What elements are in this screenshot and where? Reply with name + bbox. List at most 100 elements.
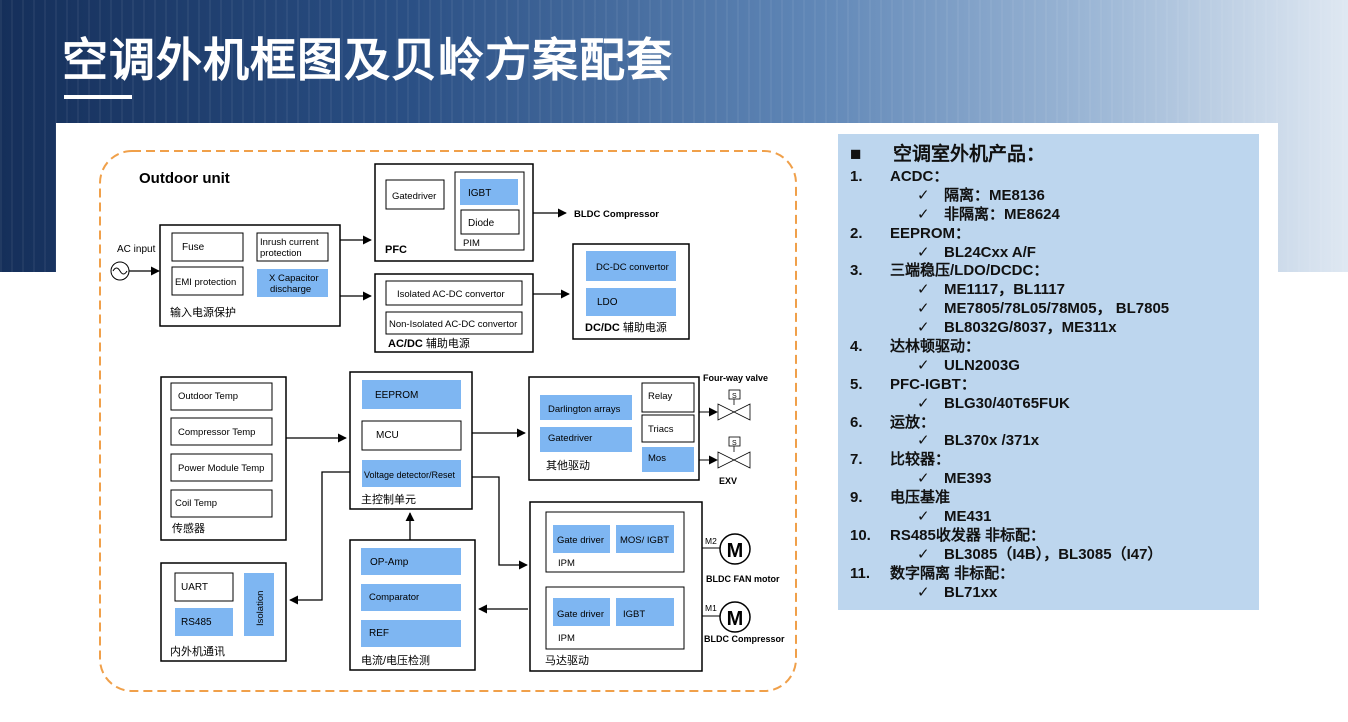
m2-label: M2	[705, 536, 717, 546]
rs485-box	[175, 608, 233, 636]
list-item-number: 11.	[850, 564, 871, 582]
pfc-igbt-box	[460, 179, 518, 205]
list-item: 5. PFC-IGBT：	[838, 376, 1259, 395]
relay-label: Relay	[648, 391, 673, 402]
list-item: 3.三端稳压/LDO/DCDC：	[838, 262, 1259, 281]
op-amp-box	[361, 548, 461, 575]
four-way-valve-solenoid	[728, 389, 741, 400]
main-control-caption: 主控制单元	[361, 492, 416, 506]
uart-box	[174, 572, 234, 602]
sensing-caption: 电流/电压检测	[361, 653, 430, 667]
compressor-motor-label: BLDC Compressor	[704, 634, 785, 644]
list-item: 9. 电压基准	[838, 489, 1259, 508]
list-item-number: 2.	[850, 224, 863, 242]
uart-label: UART	[181, 582, 208, 593]
isolated-acdc-box	[385, 280, 523, 306]
ipm2-igbt-label: IGBT	[623, 609, 645, 620]
darlington-label: Darlington arrays	[548, 404, 621, 415]
other-gatedriver-box	[540, 427, 632, 452]
outdoor-temp-label: Outdoor Temp	[178, 391, 238, 402]
exv-icon	[717, 451, 751, 469]
list-subitem: ✓BL370x /371x	[838, 432, 1259, 451]
title-underline	[64, 95, 132, 99]
list-subitem-text: 隔离：ME8136	[944, 186, 1045, 204]
list-item: 1. ACDC：	[838, 168, 1259, 187]
ref-box	[361, 620, 461, 647]
list-item-number: 1.	[850, 168, 863, 185]
ac-sine-icon	[112, 267, 128, 275]
rs485-label: RS485	[181, 617, 212, 628]
ipm1-mos-igbt-box	[616, 525, 674, 553]
pfc-caption: PFC	[385, 244, 407, 256]
mos-label: Mos	[648, 453, 666, 464]
list-subitem: ✓BL71xx	[838, 584, 1259, 603]
checkmark-icon: ✓	[917, 394, 930, 412]
x-capacitor-box	[257, 269, 328, 297]
other-drive-caption: 其他驱动	[546, 459, 590, 472]
list-subitem-text: ULN2003G	[944, 356, 1020, 374]
checkmark-icon: ✓	[917, 356, 930, 374]
product-list-heading: ■ 空调室外机产品：	[838, 142, 1259, 168]
list-item-label: 电压基准	[890, 489, 951, 507]
list-item: 10.RS485收发器 非标配：	[838, 527, 1259, 546]
list-subitem-text: BLG30/40T65FUK	[944, 394, 1070, 412]
triacs-box	[641, 414, 695, 443]
ipm1-gate-driver-box	[553, 525, 610, 553]
list-subitem: ✓非隔离：ME8624	[838, 206, 1259, 225]
checkmark-icon: ✓	[917, 545, 930, 563]
m1-label: M1	[705, 603, 717, 613]
checkmark-icon: ✓	[917, 470, 930, 488]
other-gatedriver-label: Gatedriver	[548, 433, 592, 444]
ipm1-mos-igbt-label: MOS/ IGBT	[620, 535, 669, 546]
list-item-label: RS485收发器 非标配：	[890, 526, 1046, 544]
power-module-temp-label: Power Module Temp	[178, 463, 264, 474]
list-subitem: ✓ ULN2003G	[838, 357, 1259, 376]
pfc-gatedriver-box	[385, 179, 445, 210]
ipm2-gate-driver-label: Gate driver	[557, 609, 604, 620]
list-item-label: 数字隔离 非标配：	[890, 564, 1015, 582]
list-subitem: ✓ME1117，BL1117	[838, 281, 1259, 300]
ipm2-gate-driver-box	[553, 598, 610, 626]
list-item-number: 3.	[850, 262, 863, 280]
heading-bullet-icon: ■	[850, 144, 862, 165]
acdc-caption: AC/DC 辅助电源	[388, 336, 470, 350]
list-item-number: 9.	[850, 489, 863, 507]
bldc-compressor-output-label: BLDC Compressor	[574, 209, 659, 220]
triacs-label: Triacs	[648, 424, 674, 435]
mcu-label: MCU	[376, 430, 399, 441]
emi-label: EMI protection	[175, 277, 236, 288]
ldo-box	[586, 288, 676, 316]
comparator-box	[361, 584, 461, 611]
list-item-label: PFC-IGBT：	[890, 375, 976, 393]
list-item-label: 达林顿驱动：	[890, 338, 981, 356]
checkmark-icon: ✓	[917, 281, 930, 299]
isolation-label: Isolation	[255, 591, 266, 626]
outdoor-temp-box	[170, 382, 273, 411]
dcdc-caption: DC/DC 辅助电源	[585, 320, 667, 334]
voltage-detector-label: Voltage detector/Reset	[364, 470, 456, 480]
pfc-diode-label: Diode	[468, 218, 495, 229]
list-subitem: ✓ME431	[838, 508, 1259, 527]
isolated-acdc-label: Isolated AC-DC convertor	[397, 289, 505, 300]
list-subitem-text: ME7805/78L05/78M05， BL7805	[944, 300, 1170, 318]
voltage-detector-box	[362, 460, 461, 487]
communication-caption: 内外机通讯	[170, 644, 225, 658]
connection-arrows	[286, 208, 570, 614]
comparator-label: Comparator	[369, 592, 419, 603]
list-item-label: ACDC：	[890, 168, 949, 185]
darlington-box	[540, 395, 632, 420]
exv-label: EXV	[719, 476, 737, 486]
mcu-box	[361, 420, 462, 451]
list-subitem: ✓BL24Cxx A/F	[838, 244, 1259, 263]
list-subitem: ✓ME7805/78L05/78M05， BL7805	[838, 300, 1259, 319]
list-subitem-text: BL8032G/8037，ME311x	[944, 319, 1117, 337]
non-isolated-acdc-box	[385, 311, 523, 335]
exv-solenoid	[728, 436, 741, 447]
list-item-number: 5.	[850, 375, 863, 393]
ac-input-label: AC input	[117, 244, 156, 255]
coil-temp-label: Coil Temp	[175, 498, 217, 509]
motor-drive-caption: 马达驱动	[545, 654, 589, 667]
fan-motor-icon	[719, 533, 751, 565]
